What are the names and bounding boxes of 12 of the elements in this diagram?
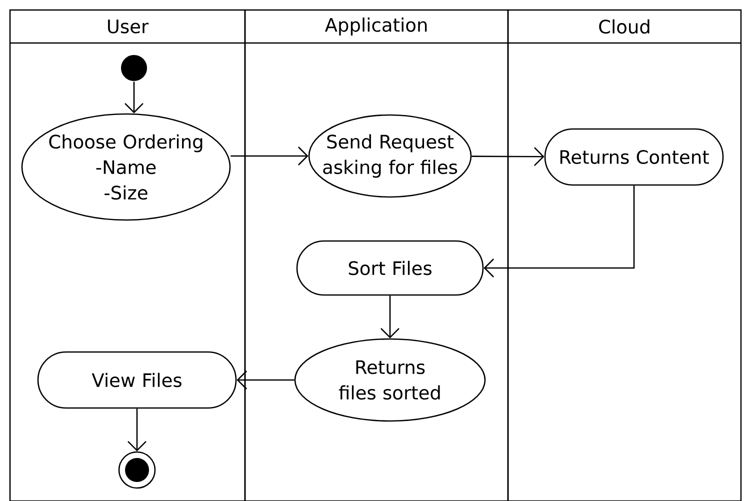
start-node [121,55,147,81]
arrow [230,146,308,166]
arrow [124,82,144,114]
arrow [484,186,635,278]
arrow [236,370,294,390]
activity-node: Returns Content [544,128,724,186]
arrow [380,296,400,338]
activity-node: Sort Files [296,240,484,296]
arrow [128,408,146,452]
arrow [472,147,544,166]
activity-node: View Files [37,351,237,409]
end-node [118,451,156,489]
